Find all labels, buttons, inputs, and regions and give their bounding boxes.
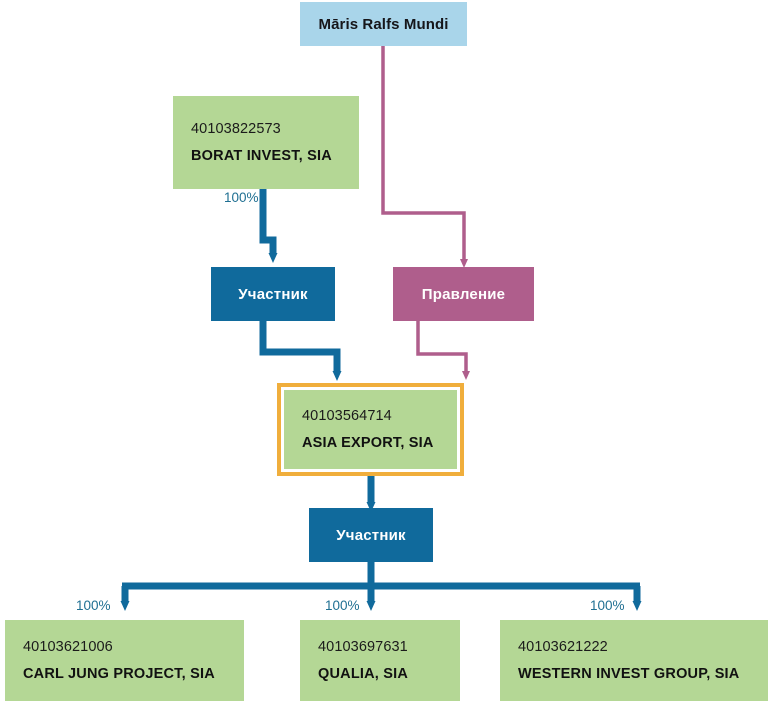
node-title: QUALIA, SIA xyxy=(318,666,409,682)
edge-label-to-qualia: 100% xyxy=(325,598,360,613)
node-role-member-lower[interactable]: Участник xyxy=(309,508,433,562)
node-registration-number: 40103621222 xyxy=(518,639,608,655)
edge-member-to-asia-export xyxy=(259,321,342,381)
edge-person-to-board xyxy=(381,46,468,268)
node-title: ASIA EXPORT, SIA xyxy=(302,435,434,451)
node-company-asia-export[interactable]: 40103564714 ASIA EXPORT, SIA xyxy=(284,390,457,469)
node-registration-number: 40103822573 xyxy=(191,121,281,137)
edge-label-borat-to-member: 100% xyxy=(224,190,259,205)
edge-borat-to-member xyxy=(259,189,278,263)
node-person-maris-ralfs-mundi[interactable]: Māris Ralfs Mundi xyxy=(300,2,467,46)
node-role-member-upper[interactable]: Участник xyxy=(211,267,335,321)
edge-member-to-subsidiaries xyxy=(120,562,642,611)
node-title: Участник xyxy=(238,285,308,303)
focus-highlight-ring: 40103564714 ASIA EXPORT, SIA xyxy=(277,383,464,476)
edge-board-to-asia-export xyxy=(416,321,470,380)
node-title: WESTERN INVEST GROUP, SIA xyxy=(518,666,740,682)
node-title: Участник xyxy=(336,526,406,544)
node-registration-number: 40103564714 xyxy=(302,408,392,424)
edge-label-to-carl-jung: 100% xyxy=(76,598,111,613)
node-company-borat-invest[interactable]: 40103822573 BORAT INVEST, SIA xyxy=(173,96,359,189)
node-company-carl-jung-project[interactable]: 40103621006 CARL JUNG PROJECT, SIA xyxy=(5,620,244,701)
node-title: BORAT INVEST, SIA xyxy=(191,148,332,164)
node-title: Правление xyxy=(421,285,506,303)
node-title: CARL JUNG PROJECT, SIA xyxy=(23,666,215,682)
node-company-qualia[interactable]: 40103697631 QUALIA, SIA xyxy=(300,620,460,701)
node-title: Māris Ralfs Mundi xyxy=(318,15,449,33)
node-company-western-invest-group[interactable]: 40103621222 WESTERN INVEST GROUP, SIA xyxy=(500,620,768,701)
node-role-board[interactable]: Правление xyxy=(393,267,534,321)
node-registration-number: 40103621006 xyxy=(23,639,113,655)
node-registration-number: 40103697631 xyxy=(318,639,408,655)
edge-label-to-western: 100% xyxy=(590,598,625,613)
